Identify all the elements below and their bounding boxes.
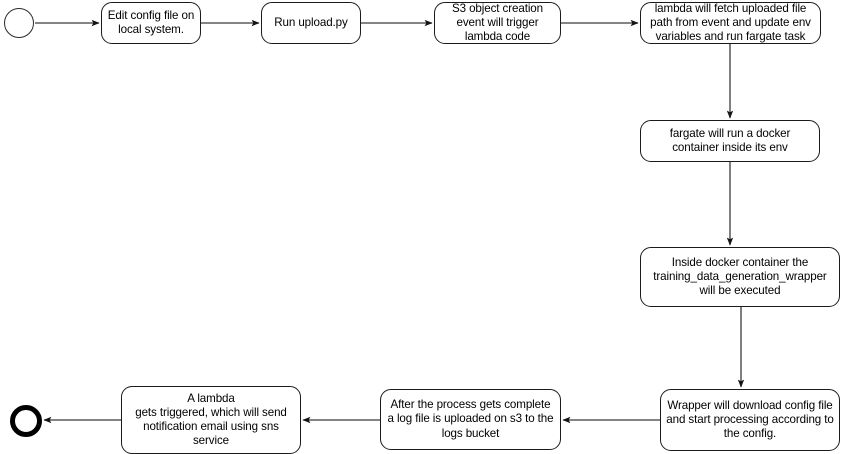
node-lambda-fetch[interactable]: lambda will fetch uploaded file path fro…	[640, 2, 821, 44]
node-lambda-sns[interactable]: A lambda gets triggered, which will send…	[121, 386, 301, 454]
node-fargate-docker[interactable]: fargate will run a docker container insi…	[640, 120, 820, 162]
node-log-upload[interactable]: After the process gets complete a log fi…	[380, 389, 561, 450]
node-s3-event[interactable]: S3 object creation event will trigger la…	[434, 2, 561, 44]
end-node	[10, 405, 42, 437]
node-inside-docker[interactable]: Inside docker container the training_dat…	[640, 247, 840, 307]
node-run-upload[interactable]: Run upload.py	[261, 2, 361, 44]
node-wrapper-download[interactable]: Wrapper will download config file and st…	[660, 389, 840, 451]
node-edit-config[interactable]: Edit config file on local system.	[101, 2, 201, 44]
start-node	[4, 8, 34, 38]
